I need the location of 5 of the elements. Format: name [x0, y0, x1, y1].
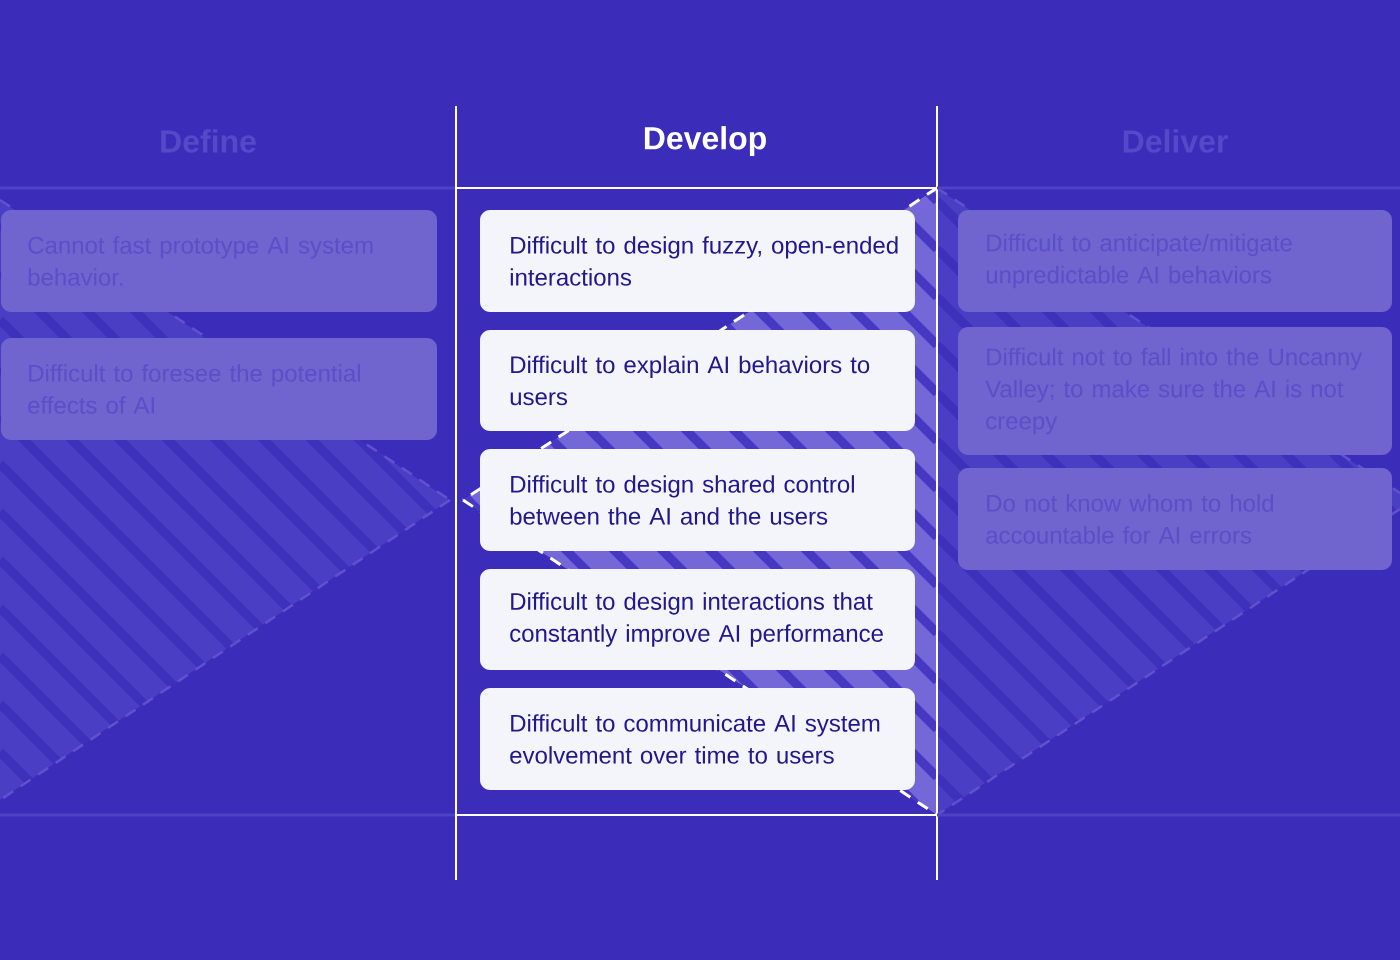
- card: Difficult to explain AI behaviors to users: [480, 330, 915, 431]
- card: Difficult to communicate AI system evolvement over time to users: [480, 688, 915, 790]
- card: Difficult to design fuzzy, open-ended interactions: [480, 210, 915, 312]
- card: Difficult to design interactions that constantly improve AI performance: [480, 569, 915, 670]
- card: Difficult to design shared control between the AI and the users: [480, 449, 915, 551]
